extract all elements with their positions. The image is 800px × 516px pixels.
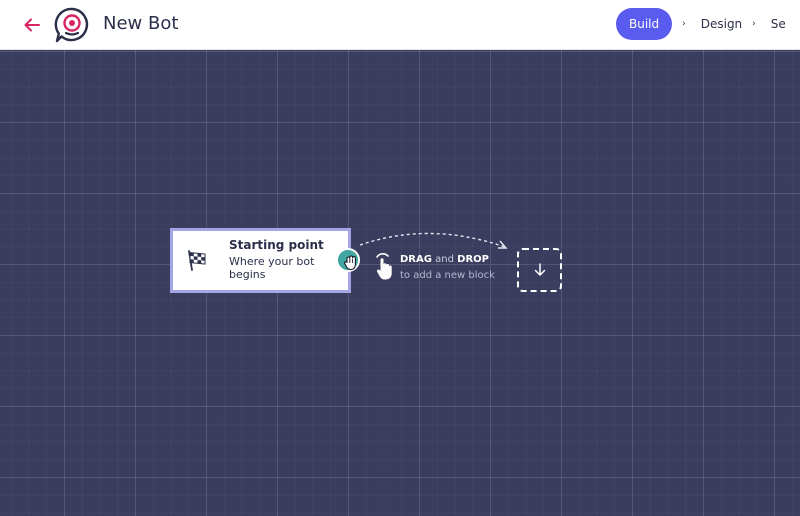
hand-pointer-icon bbox=[376, 253, 392, 280]
step-build[interactable]: Build bbox=[616, 8, 673, 40]
starting-point-node[interactable]: Starting point Where your bot begins bbox=[170, 228, 351, 293]
step-design[interactable]: Design bbox=[700, 17, 743, 31]
page-title: New Bot bbox=[103, 13, 179, 34]
dashed-drag-path bbox=[359, 232, 508, 249]
bot-logo-icon bbox=[54, 7, 89, 43]
drop-zone[interactable] bbox=[517, 248, 562, 292]
top-header: New Bot Build › Design › Se bbox=[0, 0, 800, 50]
back-arrow-icon[interactable] bbox=[20, 13, 44, 37]
step-nav: Build › Design › Se bbox=[616, 8, 786, 40]
flow-canvas[interactable]: Starting point Where your bot begins DRA… bbox=[0, 50, 800, 516]
arrow-down-icon bbox=[534, 263, 546, 276]
chevron-right-icon: › bbox=[682, 19, 686, 29]
checkered-flag-icon bbox=[188, 250, 206, 271]
drag-drop-hint: DRAG and DROP bbox=[400, 253, 489, 266]
node-subtitle: Where your bot begins bbox=[229, 255, 315, 281]
and-label: and bbox=[435, 254, 454, 265]
node-title: Starting point bbox=[229, 238, 324, 252]
chevron-right-icon: › bbox=[752, 19, 756, 29]
output-connector[interactable] bbox=[336, 248, 360, 272]
drop-label: DROP bbox=[457, 254, 489, 265]
step-settings[interactable]: Se bbox=[770, 17, 786, 31]
drag-label: DRAG bbox=[400, 254, 432, 265]
grab-cursor-icon bbox=[343, 255, 356, 271]
drag-drop-subtext: to add a new block bbox=[400, 270, 495, 281]
